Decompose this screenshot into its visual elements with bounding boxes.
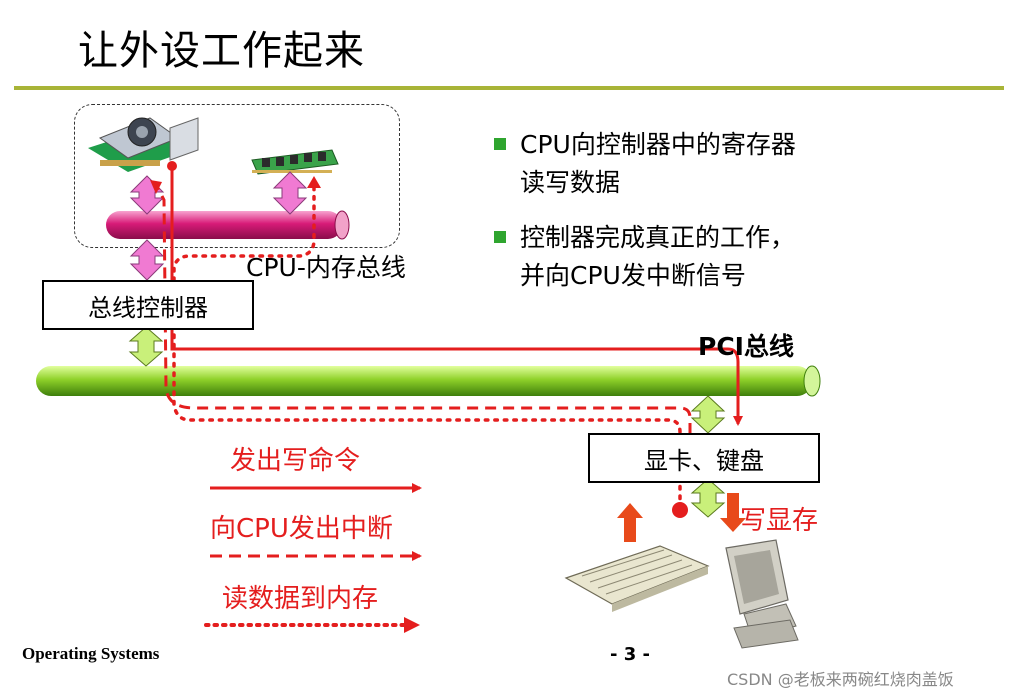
connector-controller-pci [128, 326, 164, 367]
pci-bus [36, 365, 821, 397]
interrupt-path [156, 187, 692, 470]
connector-device-periph [690, 478, 726, 518]
keyboard-up-arrow [617, 503, 643, 542]
bullet-line: 并向CPU发中断信号 [520, 261, 746, 290]
read-data-origin-dot [672, 502, 688, 518]
bullet-square-icon [494, 231, 506, 243]
gpu-keyboard-box: 显卡、键盘 [588, 433, 820, 483]
legend-read-data-label: 读数据到内存 [222, 584, 379, 614]
legend-write-command-label: 发出写命令 [230, 446, 361, 476]
read-data-path [172, 184, 682, 510]
bullet-item: 控制器完成真正的工作， 并向CPU发中断信号 [494, 219, 795, 295]
path-origin-dot [167, 161, 177, 171]
vram-down-arrow [720, 493, 746, 532]
bullet-square-icon [494, 138, 506, 150]
bullet-line: 读写数据 [520, 168, 621, 197]
cpu-chip-image [88, 117, 199, 172]
slide-title: 让外设工作起来 [78, 28, 365, 74]
bullet-item: CPU向控制器中的寄存器 读写数据 [494, 126, 796, 202]
connector-pci-device [690, 395, 726, 434]
watermark: CSDN @老板来两碗红烧肉盖饭 [727, 670, 954, 689]
pci-bus-label: PCI总线 [698, 332, 794, 361]
legend-dotted-arrowhead [404, 617, 420, 633]
connector-memory-membus [272, 171, 308, 215]
bullet-line: CPU向控制器中的寄存器 [520, 130, 796, 159]
page-number: - 3 - [610, 644, 650, 665]
monitor-image [725, 539, 799, 649]
write-vram-label: 写显存 [740, 506, 819, 536]
bus-controller-label: 总线控制器 [88, 293, 208, 322]
gpu-keyboard-label: 显卡、键盘 [644, 446, 764, 475]
write-command-path [170, 166, 743, 426]
cpu-memory-area [74, 104, 400, 248]
title-underline [14, 86, 1004, 90]
cpu-memory-bus-label: CPU-内存总线 [246, 253, 406, 282]
keyboard-image [564, 545, 710, 612]
bus-controller-box: 总线控制器 [42, 280, 254, 330]
footer-course: Operating Systems [22, 644, 160, 663]
read-data-arrowhead [307, 176, 321, 188]
bullet-line: 控制器完成真正的工作， [520, 223, 796, 252]
interrupt-arrowhead [150, 180, 162, 194]
connector-membus-controller [129, 239, 165, 281]
legend-interrupt-label: 向CPU发出中断 [210, 514, 393, 544]
memory-stick-image [251, 149, 339, 175]
